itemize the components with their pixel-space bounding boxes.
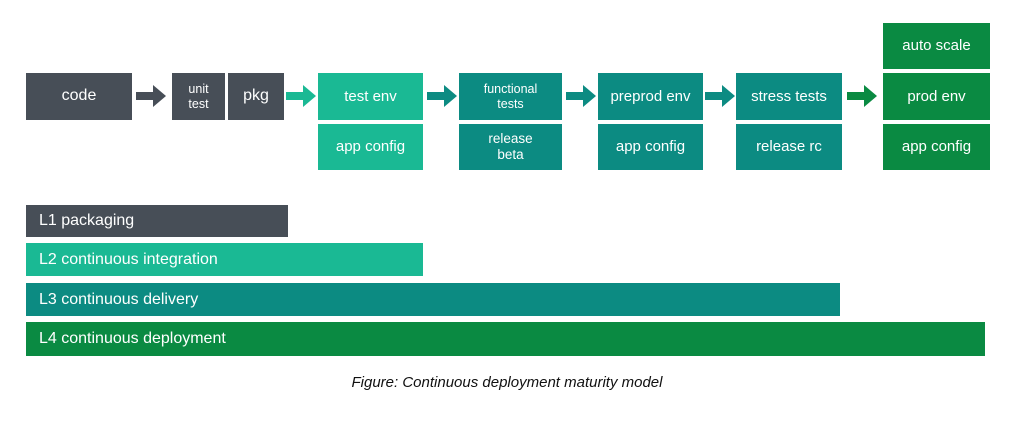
stage-box-preprod-env: preprod env [598,73,703,120]
config-box-app-config-test: app config [318,124,423,170]
stage-box-stress-tests: stress tests [736,73,842,120]
config-box-release-beta: release beta [459,124,562,170]
stage-box-auto-scale: auto scale [883,23,990,69]
stage-box-test-env: test env [318,73,423,120]
arrow-right-icon [136,85,166,107]
level-bar-l1-packaging: L1 packaging [26,205,288,237]
level-bar-l2-continuous-integration: L2 continuous integration [26,243,423,276]
stage-box-code: code [26,73,132,120]
config-box-app-config-preprod: app config [598,124,703,170]
arrow-right-icon [286,85,316,107]
config-box-release-rc: release rc [736,124,842,170]
figure-caption: Figure: Continuous deployment maturity m… [351,374,663,391]
stage-box-pkg: pkg [228,73,284,120]
arrow-right-icon [427,85,457,107]
config-box-app-config-prod: app config [883,124,990,170]
arrow-right-icon [847,85,877,107]
stage-box-prod-env: prod env [883,73,990,120]
stage-box-functional-tests: functional tests [459,73,562,120]
arrow-right-icon [566,85,596,107]
arrow-right-icon [705,85,735,107]
stage-box-unit-test: unit test [172,73,225,120]
level-bar-l4-continuous-deployment: L4 continuous deployment [26,322,985,356]
level-bar-l3-continuous-delivery: L3 continuous delivery [26,283,840,316]
